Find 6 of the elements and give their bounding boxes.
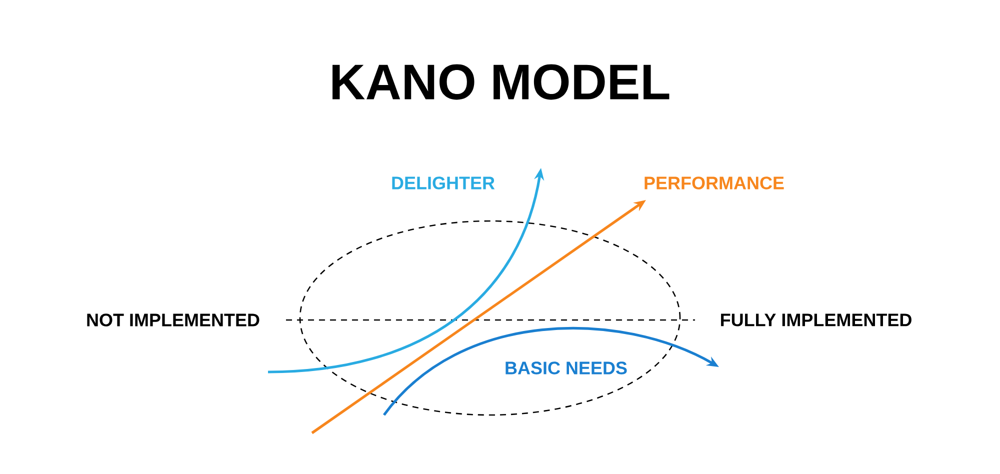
curve-label: PERFORMANCE bbox=[642, 175, 786, 191]
title: KANO MODEL bbox=[332, 64, 670, 100]
curve-label: BASIC NEEDS bbox=[503, 360, 630, 376]
axis-label: FULLY IMPLEMENTED bbox=[718, 312, 914, 328]
axis-label: NOT IMPLEMENTED bbox=[84, 312, 262, 328]
curve-label: DELIGHTER bbox=[390, 175, 496, 191]
